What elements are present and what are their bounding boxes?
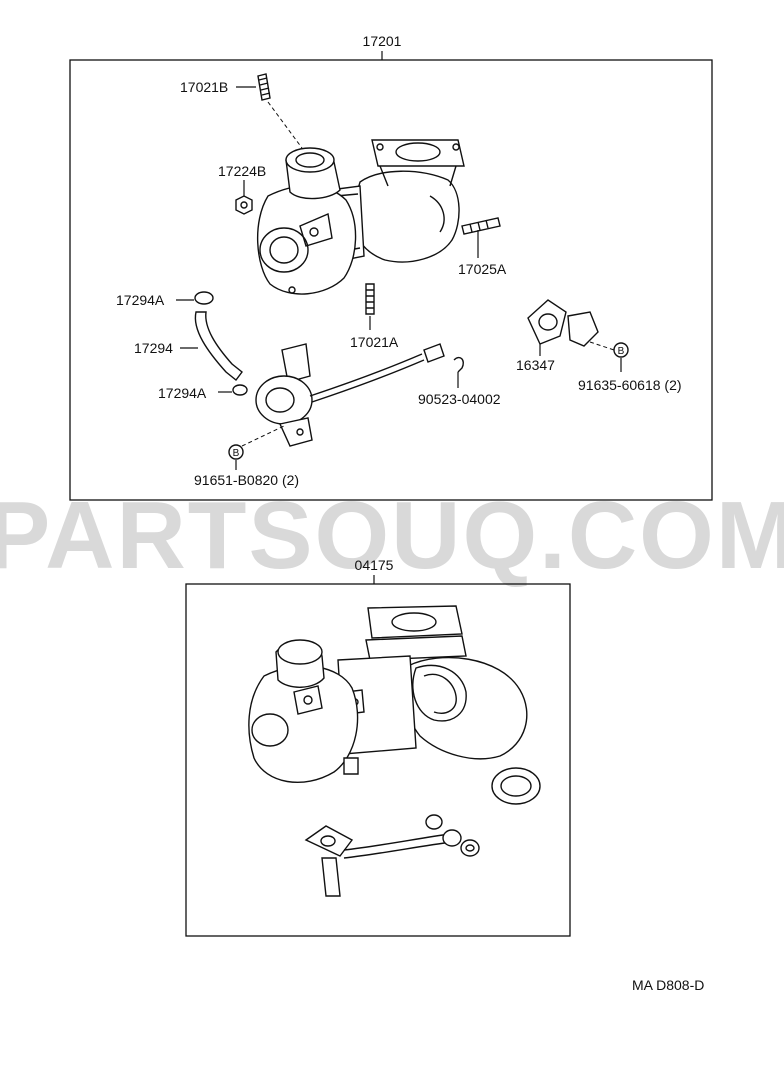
callout-90523-04002[interactable]: 90523-04002 (418, 391, 501, 407)
callout-17025A[interactable]: 17025A (458, 261, 507, 277)
callout-16347[interactable]: 16347 (516, 357, 555, 373)
stud-17021A (365, 283, 375, 330)
callout-17294[interactable]: 17294 (134, 340, 173, 356)
callout-91651-B0820[interactable]: 91651-B0820 (2) (194, 472, 299, 488)
clamp-17294A-top (176, 291, 214, 305)
assembly-frame-bottom (185, 583, 571, 937)
callout-17294A-bottom[interactable]: 17294A (158, 385, 207, 401)
assembly-17201: 17201 (69, 33, 713, 501)
nut-17224B (235, 180, 253, 215)
callout-91635-60618[interactable]: 91635-60618 (2) (578, 377, 682, 393)
callout-17021A[interactable]: 17021A (350, 334, 399, 350)
callout-17294A-top[interactable]: 17294A (116, 292, 165, 308)
gasket-kit-drawing (248, 605, 541, 897)
bolt-marker-right: B (613, 342, 629, 372)
stud-17021B (236, 73, 303, 149)
clip-90523-04002 (453, 356, 464, 388)
actuator-assembly (255, 343, 445, 447)
b-symbol-bottom: B (233, 448, 240, 459)
clamp-17294A-bottom (218, 384, 248, 396)
gasket-16347 (527, 299, 615, 356)
callout-17224B[interactable]: 17224B (218, 163, 266, 179)
diagram-code: MA D808-D (632, 977, 704, 993)
b-symbol-right: B (618, 346, 625, 357)
assembly-number-top[interactable]: 17201 (363, 33, 402, 49)
hose-17294 (180, 311, 243, 381)
bolt-marker-bottom: B (228, 425, 285, 470)
assembly-frame-top (69, 59, 713, 501)
stud-17025A (461, 217, 501, 258)
assembly-04175: 04175 (185, 557, 571, 937)
assembly-number-bottom[interactable]: 04175 (355, 557, 394, 573)
turbocharger-drawing (257, 139, 465, 295)
callout-17021B[interactable]: 17021B (180, 79, 228, 95)
